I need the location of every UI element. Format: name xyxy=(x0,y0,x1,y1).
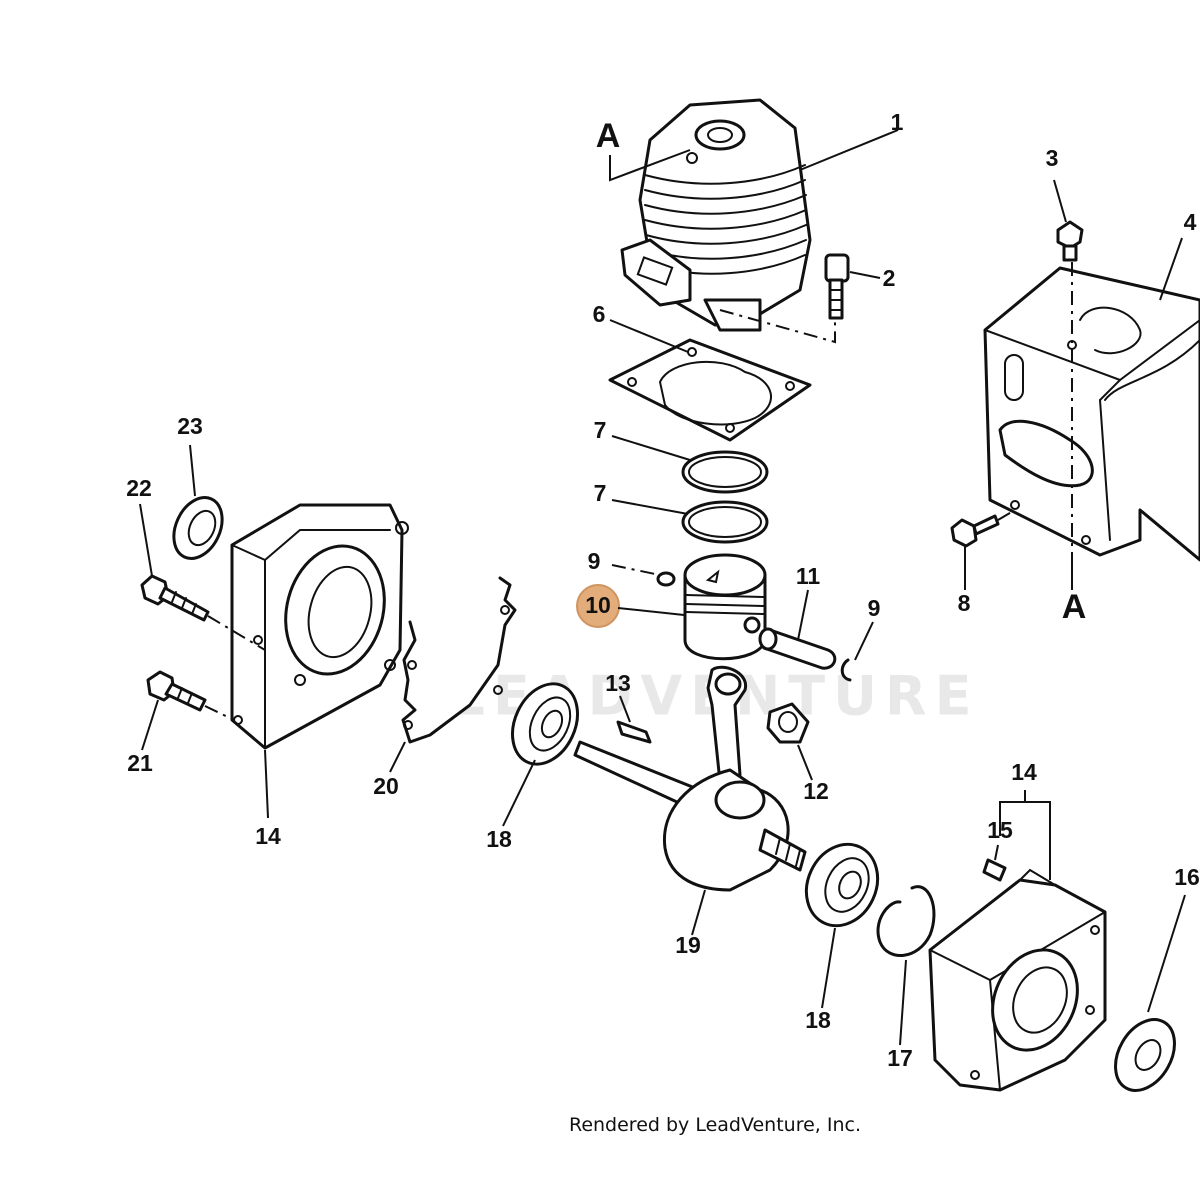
part-crankcase-screw-upper[interactable] xyxy=(140,574,210,622)
part-cylinder-bolt[interactable] xyxy=(824,253,850,320)
part-crankcase-left[interactable] xyxy=(230,503,409,750)
part-dowel-pin[interactable] xyxy=(982,858,1007,882)
part-woodruff-key[interactable] xyxy=(616,720,652,744)
part-crankcase-screw-lower[interactable] xyxy=(146,670,207,712)
part-piston-pin[interactable] xyxy=(758,627,837,670)
part-main-bearing-right[interactable] xyxy=(793,833,890,938)
part-cylinder-gasket[interactable] xyxy=(608,338,812,442)
part-crankcase-gasket[interactable] xyxy=(401,576,517,744)
part-shroud-screw-side[interactable] xyxy=(950,514,1000,548)
reference-a-top: A xyxy=(596,117,621,155)
callout-19[interactable]: 19 xyxy=(675,932,701,958)
callout-23[interactable]: 23 xyxy=(177,413,203,439)
part-piston-ring-lower[interactable] xyxy=(681,500,769,544)
callout-14-right[interactable]: 14 xyxy=(1011,759,1037,785)
callout-10[interactable]: 10 xyxy=(585,592,611,618)
part-cylinder[interactable] xyxy=(620,98,812,332)
render-credit: Rendered by LeadVenture, Inc. xyxy=(0,1114,1200,1136)
part-crankshaft[interactable] xyxy=(573,665,807,892)
callout-12[interactable]: 12 xyxy=(803,778,829,804)
callout-7-upper[interactable]: 7 xyxy=(594,417,607,443)
part-piston-pin-clip-right[interactable] xyxy=(840,658,852,682)
callout-18-right[interactable]: 18 xyxy=(805,1007,831,1033)
callout-13[interactable]: 13 xyxy=(605,670,631,696)
callout-1[interactable]: 1 xyxy=(891,109,904,135)
part-snap-ring[interactable] xyxy=(876,885,936,958)
part-needle-bearing[interactable] xyxy=(766,702,810,744)
callout-16[interactable]: 16 xyxy=(1174,864,1200,890)
part-cylinder-shroud[interactable] xyxy=(983,266,1200,562)
callout-17[interactable]: 17 xyxy=(887,1045,913,1071)
reference-a-right: A xyxy=(1062,588,1087,626)
callout-22[interactable]: 22 xyxy=(126,475,152,501)
part-shroud-screw-top[interactable] xyxy=(1056,220,1084,262)
part-piston[interactable] xyxy=(683,553,767,661)
part-piston-ring-upper[interactable] xyxy=(681,450,769,494)
callout-15[interactable]: 15 xyxy=(987,817,1013,843)
callout-18-left[interactable]: 18 xyxy=(486,826,512,852)
callout-9-left[interactable]: 9 xyxy=(588,548,601,574)
part-main-bearing-left[interactable] xyxy=(500,673,590,774)
part-piston-pin-clip-left[interactable] xyxy=(656,571,676,587)
part-washer[interactable] xyxy=(1103,1009,1186,1101)
callout-4[interactable]: 4 xyxy=(1184,209,1197,235)
callout-8[interactable]: 8 xyxy=(958,590,971,616)
callout-11[interactable]: 11 xyxy=(796,563,821,589)
render-credit-text: Rendered by LeadVenture, Inc. xyxy=(568,1114,862,1136)
callout-9-right[interactable]: 9 xyxy=(868,595,881,621)
part-oil-seal[interactable] xyxy=(165,490,232,567)
highlight-marker xyxy=(576,584,620,628)
callout-2[interactable]: 2 xyxy=(883,265,896,291)
callout-20[interactable]: 20 xyxy=(373,773,399,799)
callout-7-lower[interactable]: 7 xyxy=(594,480,607,506)
callout-6[interactable]: 6 xyxy=(593,301,606,327)
part-crankcase-right[interactable] xyxy=(928,868,1107,1092)
callout-3[interactable]: 3 xyxy=(1046,145,1059,171)
callout-21[interactable]: 21 xyxy=(127,750,153,776)
callout-14-left[interactable]: 14 xyxy=(255,823,281,849)
